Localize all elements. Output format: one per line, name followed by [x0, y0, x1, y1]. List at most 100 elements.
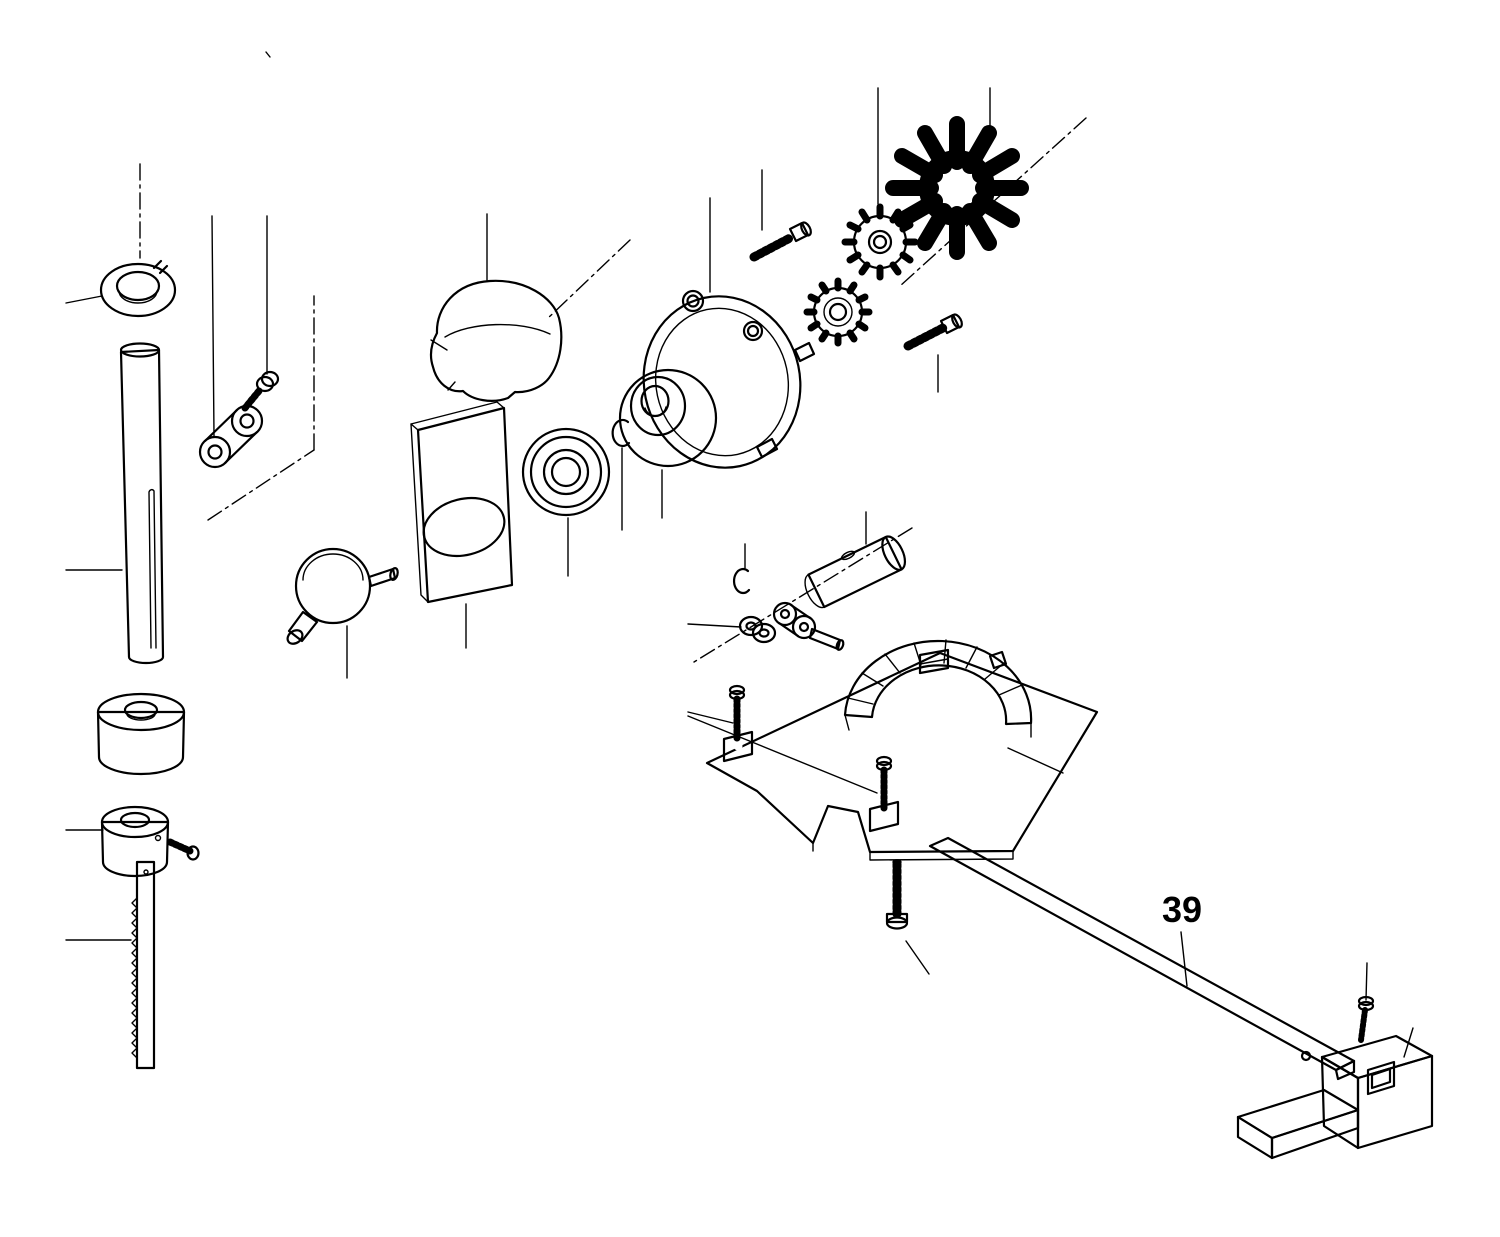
- pinion-gear: [841, 203, 919, 281]
- link-screw: [241, 370, 280, 412]
- square-nut-hole: [879, 811, 889, 821]
- bolt-shaft: [903, 323, 948, 351]
- fence-screw-shaft: [1358, 1007, 1368, 1043]
- fence-rail-hole: [1300, 1050, 1312, 1062]
- blade-collar-body: [100, 820, 170, 878]
- leader-line: [905, 940, 930, 975]
- set-screw: [166, 838, 200, 861]
- circlip: [732, 567, 751, 595]
- bearing-inner-race: [542, 448, 590, 496]
- crank-shaft-end: [286, 629, 304, 645]
- crank-disc: [294, 547, 372, 625]
- link-eye: [198, 435, 232, 469]
- leader-line: [1365, 962, 1368, 1001]
- blade-hole: [143, 869, 149, 875]
- link-screw-shaft: [241, 387, 263, 412]
- fence-screw: [1357, 995, 1375, 1043]
- cooling-fan: [885, 116, 1029, 260]
- blade-body: [135, 860, 156, 1070]
- leader-line: [65, 295, 103, 304]
- clamp-screw-head: [875, 755, 893, 767]
- washer: [738, 615, 764, 637]
- slide-plate: [410, 401, 514, 604]
- cylinder-end: [881, 535, 907, 571]
- pin-link-hole: [779, 608, 791, 620]
- base-screw-head-bottom: [885, 916, 909, 930]
- hex-bolt: [903, 313, 963, 351]
- clamp-window-dark: [1370, 1067, 1392, 1090]
- centerline: [207, 449, 315, 521]
- clamp-screw-head: [875, 760, 893, 772]
- angle-guide-slot-step: [919, 658, 949, 665]
- square-nut-hole: [733, 741, 743, 751]
- angle-guide-band: [843, 639, 1033, 726]
- centerline: [693, 527, 913, 663]
- drive-gear: [803, 277, 873, 347]
- centerline: [545, 239, 631, 321]
- cylinder-end-arc: [804, 573, 825, 609]
- angle-guide: [843, 639, 1033, 738]
- fence-rail-side: [1334, 1059, 1356, 1081]
- rod-top: [119, 342, 161, 358]
- fan-blades: [885, 116, 1029, 260]
- bearing-race: [529, 435, 603, 509]
- retaining-ring-arc: [611, 418, 631, 448]
- washer-hole: [745, 621, 757, 631]
- pin-link-hole: [798, 621, 810, 633]
- set-screw-shaft: [166, 838, 194, 855]
- fence-rail-top: [928, 836, 1356, 1072]
- clamp-window: [1366, 1060, 1396, 1096]
- set-screw-hole: [154, 834, 162, 842]
- housing-flange-rim: [654, 307, 790, 457]
- guide-rod: [119, 342, 165, 665]
- clamp-screw-head: [728, 684, 746, 696]
- bolt-hole: [746, 324, 760, 338]
- spacer-bore: [123, 700, 159, 720]
- gear-teeth: [803, 277, 873, 347]
- collar-bore-depth: [118, 290, 158, 304]
- clamp-screw-front: [722, 684, 754, 763]
- gear-hub: [867, 229, 893, 255]
- clamp-screw-rear: [868, 755, 900, 833]
- bolt-hole: [681, 289, 705, 313]
- base-plate: [705, 651, 1099, 861]
- housing-flange: [642, 295, 802, 469]
- cylinder-hole: [840, 550, 856, 561]
- leader-lines: [65, 87, 1414, 1058]
- link-plate: [198, 404, 264, 469]
- rod-slot: [148, 488, 157, 649]
- clamp-foot-side: [1270, 1108, 1360, 1160]
- collar-notch: [152, 259, 163, 270]
- bolt-hole: [742, 320, 764, 342]
- base-plate-thickness: [812, 842, 1014, 861]
- fan-hub: [919, 150, 995, 226]
- base-screw: [885, 859, 909, 930]
- leader-line: [1007, 747, 1064, 774]
- gear-bore: [872, 234, 888, 250]
- blade-collar-bore: [119, 811, 151, 829]
- pin-link-eye: [791, 614, 817, 640]
- slide-plate-thickness: [410, 401, 505, 603]
- collar-outer: [99, 262, 177, 318]
- gear-body: [812, 286, 864, 338]
- square-nut-front: [722, 730, 754, 763]
- washer-set: [738, 615, 777, 644]
- bolt-hole: [686, 294, 700, 308]
- fence-rail: [928, 836, 1356, 1081]
- stray-mark: [265, 51, 271, 58]
- square-nut-rear: [868, 800, 900, 833]
- housing-boss-face: [629, 375, 687, 437]
- gear-cover-body: [429, 279, 563, 402]
- counterweight-cylinder: [804, 535, 907, 609]
- housing-tab: [755, 437, 779, 459]
- bearing-bore: [550, 456, 582, 488]
- housing-bore-depth: [644, 406, 667, 417]
- retaining-ring: [611, 418, 631, 448]
- crank-shaft: [287, 610, 319, 643]
- eccentric-crank: [286, 547, 399, 645]
- spacer-bore-depth: [126, 713, 156, 721]
- slide-plate-face: [416, 406, 514, 604]
- angle-guide-slot: [918, 648, 950, 675]
